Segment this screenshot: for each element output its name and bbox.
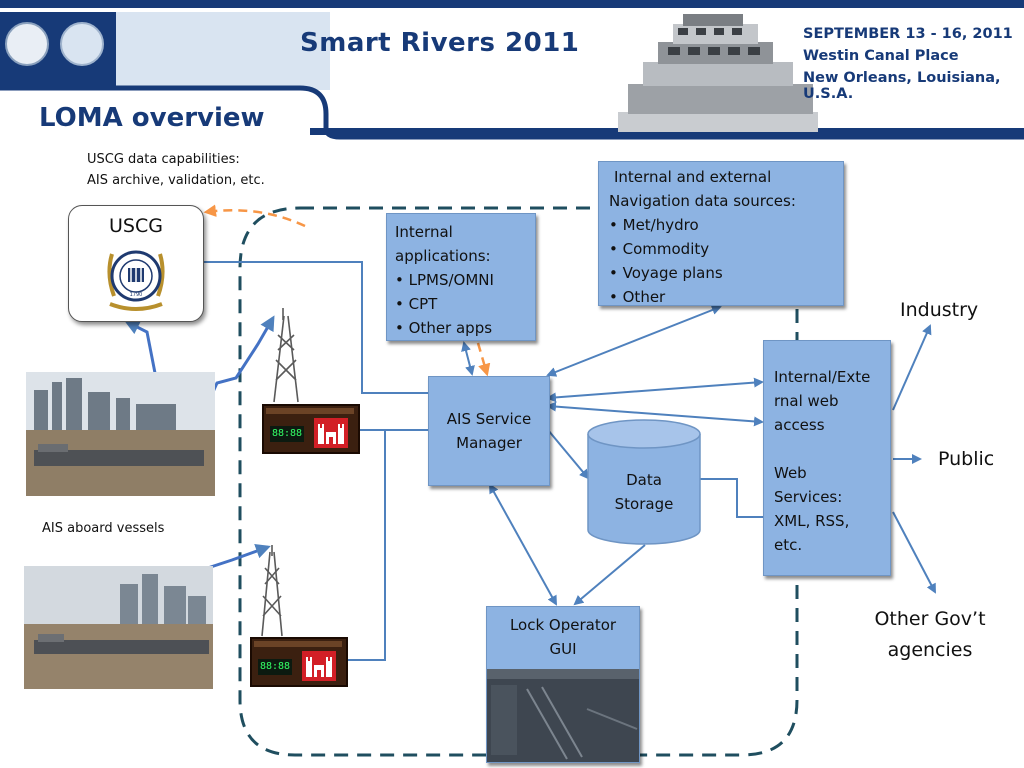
ais-manager-line2: Manager xyxy=(456,434,522,452)
nav-sources-item: Voyage plans xyxy=(609,261,843,285)
web-access-line3: access xyxy=(774,416,825,434)
web-access-line7: etc. xyxy=(774,536,803,554)
internal-apps-line1: Internal xyxy=(395,223,453,241)
apps-orange-arrow xyxy=(476,342,491,377)
lock-gui-line2: GUI xyxy=(549,640,577,658)
uscg-orange-arrow xyxy=(203,204,306,228)
slide-title: LOMA overview xyxy=(39,103,265,133)
internal-apps-line2: applications: xyxy=(395,247,491,265)
receiver2-to-manager-line xyxy=(344,430,386,661)
web-access-line4: Web xyxy=(774,464,807,482)
coast-guard-seal-icon: 1790 xyxy=(107,250,165,311)
barge-photo-1 xyxy=(26,372,215,496)
internal-apps-box: Internal applications: LPMS/OMNI CPT Oth… xyxy=(386,213,536,341)
logo-seal-1 xyxy=(5,22,49,66)
gui-screenshot-thumbnail xyxy=(487,669,639,762)
web-access-line5: Services: xyxy=(774,488,843,506)
web-industry-arrow xyxy=(892,324,932,411)
nav-sources-item: Commodity xyxy=(609,237,843,261)
vessel-note: AIS aboard vessels xyxy=(42,521,165,536)
nav-sources-item: Met/hydro xyxy=(609,213,843,237)
nav-sources-line1: Internal and external xyxy=(614,168,772,186)
web-access-line6: XML, RSS, xyxy=(774,512,850,530)
engineers-castle-icon xyxy=(314,418,348,448)
other-gov-label-line1: Other Gov’t xyxy=(874,608,986,630)
web-access-line2: rnal web xyxy=(774,392,839,410)
event-venue: Westin Canal Place xyxy=(803,48,959,64)
uscg-to-manager-line xyxy=(204,261,428,394)
storage-gui-arrow xyxy=(573,544,646,606)
barge-photo-2 xyxy=(24,566,213,689)
web-access-line1: Internal/Exte xyxy=(774,368,871,386)
manager-gui-arrow xyxy=(489,483,557,606)
lock-operator-gui-box: Lock Operator GUI xyxy=(486,606,640,763)
seal-year: 1790 xyxy=(130,292,143,298)
uscg-note-line2: AIS archive, validation, etc. xyxy=(87,173,265,188)
internal-apps-item: LPMS/OMNI xyxy=(395,268,535,292)
system-boundary xyxy=(238,206,799,757)
nav-manager-arrow xyxy=(546,305,722,377)
other-gov-label-line2: agencies xyxy=(887,639,973,661)
header-banner: Smart Rivers 2011 SEPTEMBER 13 - 16, 201… xyxy=(0,0,1024,145)
industry-label: Industry xyxy=(900,299,979,321)
manager-web-mid-arrow xyxy=(546,401,764,427)
ais-manager-line1: AIS Service xyxy=(446,410,532,428)
event-city: New Orleans, Louisiana, U.S.A. xyxy=(803,70,1001,102)
public-label: Public xyxy=(938,448,995,470)
logo-seal-2 xyxy=(60,22,104,66)
web-othergov-arrow xyxy=(892,511,936,594)
antenna-tower-1 xyxy=(273,308,299,403)
towboat-illustration xyxy=(618,14,818,132)
engineers-castle-icon xyxy=(302,651,336,681)
event-dates: SEPTEMBER 13 - 16, 2011 xyxy=(803,26,1013,42)
data-storage-line1: Data xyxy=(626,471,662,489)
internal-apps-item: Other apps xyxy=(395,316,535,340)
receiver-2-display: 88:88 xyxy=(258,659,292,675)
data-storage-line2: Storage xyxy=(614,495,674,513)
ais-receiver-1: 88:88 xyxy=(262,404,360,454)
ais-service-manager-box: AIS Service Manager xyxy=(428,376,550,486)
uscg-label: USCG xyxy=(109,215,163,237)
nav-sources-box: Internal and external Navigation data so… xyxy=(598,161,844,306)
antenna-tower-2 xyxy=(261,545,283,637)
manager-web-top-arrow xyxy=(546,377,764,403)
internal-apps-list: LPMS/OMNI CPT Other apps xyxy=(395,268,535,340)
receiver-1-display: 88:88 xyxy=(270,426,304,442)
storage-to-web-line xyxy=(700,478,764,518)
nav-sources-list: Met/hydro Commodity Voyage plans Other xyxy=(609,213,843,309)
internal-apps-item: CPT xyxy=(395,292,535,316)
manager-storage-arrow xyxy=(547,429,590,480)
nav-sources-line2: Navigation data sources: xyxy=(609,192,796,210)
lock-gui-line1: Lock Operator xyxy=(509,616,617,634)
ais-receiver-2: 88:88 xyxy=(250,637,348,687)
event-title: Smart Rivers 2011 xyxy=(300,28,580,58)
web-access-box: Internal/Exte rnal web access Web Servic… xyxy=(763,340,891,576)
apps-manager-arrow xyxy=(461,341,475,376)
uscg-box: USCG 1790 xyxy=(68,205,204,322)
nav-sources-item: Other xyxy=(609,285,843,309)
data-storage-cylinder xyxy=(587,419,701,545)
uscg-note-line1: USCG data capabilities: xyxy=(87,152,240,167)
